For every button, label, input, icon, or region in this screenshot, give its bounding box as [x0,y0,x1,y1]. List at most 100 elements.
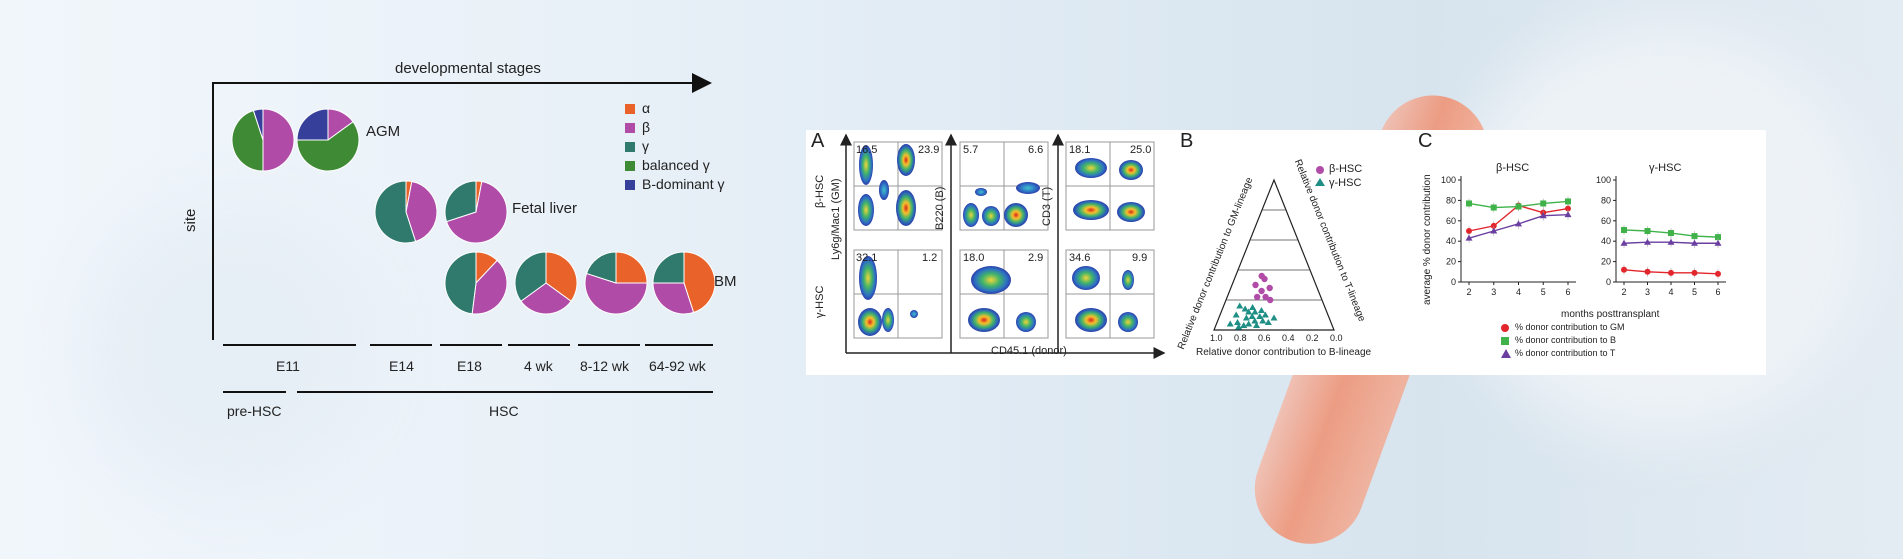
data-point-b [1540,200,1547,207]
ternary-point-gamma [1242,314,1250,321]
y-tick-label: 40 [1446,236,1456,246]
ternary-point-beta [1253,293,1261,301]
flow-plot-5 [959,249,1049,339]
site-label-fetal-liver: Fetal liver [512,200,578,217]
legend-swatch [625,123,635,133]
legend-item-b-dominant-gamma: B-dominant γ [625,176,760,195]
legend-swatch [625,180,635,190]
ternary-point-beta [1266,284,1273,292]
data-point-b [1691,233,1698,240]
legend-marker [1501,349,1511,358]
ternary-point-gamma [1249,304,1257,310]
x-tick-label: 2 [1621,287,1626,297]
line-chart-title: γ-HSC [1649,162,1682,174]
data-point-b [1668,230,1674,237]
pie-slice [520,282,572,315]
quadrant-value: 2.9 [1028,252,1044,264]
ternary-tick: 0.6 [1258,333,1271,343]
panel-a-x-label: CD45.1 (donor) [991,345,1067,357]
pie-slice [471,259,508,315]
legend-label: α [642,100,651,116]
legend-swatch [625,161,635,171]
line-x-label: months posttransplant [1561,309,1660,320]
pie-slice [652,282,695,315]
stage-diagram-svg [212,73,716,393]
legend-marker-beta [1316,166,1324,174]
y-tick-label: 60 [1601,216,1611,226]
ternary-point-gamma [1240,322,1248,328]
group-label-pre-hsc: pre-HSC [227,403,282,419]
legend-swatch [625,142,635,152]
x-tick-label: 6 [1715,287,1720,297]
pie-slice [584,272,648,315]
pie-slice [262,108,295,172]
flow-panel-a: 16.5 23.9 5.7 6.6 18.1 25.0 32.1 1.2 18.… [806,130,1166,375]
data-point-t [1539,212,1547,219]
ternary-point-gamma [1270,314,1278,321]
panel-b-letter: B [1180,130,1194,152]
data-point-gm [1644,268,1651,275]
line-y-label: average % donor contribution [1422,174,1433,305]
data-point-gm [1466,228,1472,234]
x-tick-label: 2 [1466,287,1471,297]
ternary-point-gamma [1226,320,1234,327]
data-point-b [1565,198,1571,205]
x-tick-label: 6 [1565,287,1570,297]
figure-panel: A [806,130,1766,375]
pie-slice [231,109,264,172]
x-tick-label: 4 [1668,287,1673,297]
ternary-point-gamma [1251,317,1259,324]
pie-slice [444,180,477,223]
legend-swatch [625,104,635,114]
flow-plot-6 [1065,249,1155,339]
quadrant-value: 34.6 [1069,252,1091,264]
stage-label-8-12wk: 8-12 wk [580,358,630,374]
flow-plot-2 [959,141,1049,231]
ternary-point-gamma [1245,320,1253,327]
quadrant-value: 25.0 [1130,144,1152,156]
data-point-gm [1621,266,1627,273]
legend-label: % donor contribution to GM [1515,322,1625,332]
flow-plot-1 [853,141,943,231]
x-tick-label: 3 [1645,287,1650,297]
pie-slice [444,251,477,315]
legend-marker [1501,337,1509,345]
quadrant-value: 1.2 [922,252,938,264]
quadrant-value: 18.1 [1069,144,1091,156]
pie-slice [585,251,617,284]
row-label-gamma-hsc: γ-HSC [814,285,826,318]
pie-slice [374,180,417,244]
pie-slice [252,108,264,141]
ternary-tick: 0.0 [1330,333,1343,343]
data-point-t [1644,238,1651,245]
legend-label: γ [642,138,649,154]
legend-marker-gamma [1315,178,1325,186]
y-label-t: CD3 (T) [1041,186,1053,226]
ternary-point-gamma [1251,308,1259,315]
data-point-t [1465,234,1473,241]
background-blur-left [80,200,380,500]
ternary-triangle [1213,178,1335,331]
ternary-point-gamma [1261,311,1269,318]
data-point-t [1714,239,1722,246]
ternary-point-beta [1262,293,1269,301]
flow-plot-3 [1065,141,1155,231]
panel-c-letter: C [1418,130,1433,152]
site-label-agm: AGM [366,123,401,140]
ternary-point-gamma [1248,313,1256,319]
data-point-gm [1715,270,1721,277]
stage-label-e11: E11 [276,358,300,374]
pie-slice [545,251,578,302]
ternary-point-beta [1258,272,1265,280]
ternary-point-gamma [1236,302,1244,309]
stage-label-64-92wk: 64-92 wk [649,358,706,374]
y-label-b: B220 (B) [934,186,946,230]
pie-slice [405,180,438,243]
x-axis-label: developmental stages [395,60,541,77]
y-tick-label: 100 [1441,175,1456,185]
quadrant-value: 6.6 [1028,144,1044,156]
y-axis-label: site [182,208,199,232]
x-tick-label: 3 [1491,287,1496,297]
